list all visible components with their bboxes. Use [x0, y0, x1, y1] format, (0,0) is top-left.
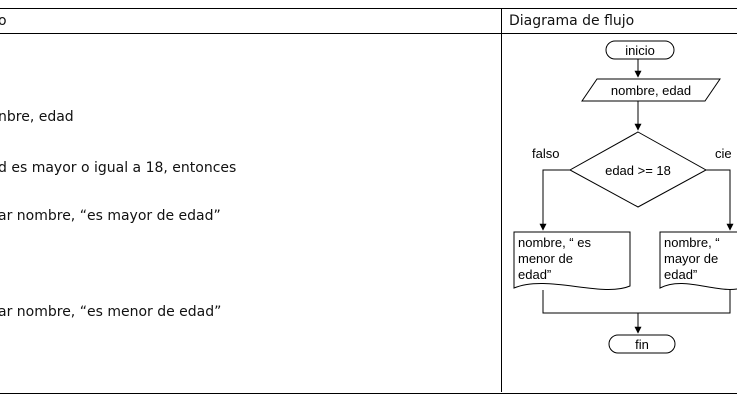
- true-branch-label: cie: [715, 146, 732, 161]
- flowchart: inicio nombre, edad edad >= 18 falso cie…: [513, 40, 737, 354]
- false-output-line-3: edad”: [518, 267, 551, 282]
- header-divider: [0, 33, 737, 34]
- input-parallelogram: [581, 78, 721, 102]
- left-column-header: o: [0, 13, 7, 29]
- true-output-line-3: edad”: [664, 267, 697, 282]
- pseudocode-line-read: nbre, edad: [0, 109, 74, 125]
- table-border: [0, 8, 737, 394]
- pseudocode-line-print-minor: ar nombre, “es menor de edad”: [0, 304, 222, 320]
- input-label: nombre, edad: [611, 83, 691, 98]
- start-terminator: [605, 40, 675, 60]
- decision-label: edad >= 18: [605, 163, 671, 178]
- merge-connector: [542, 290, 731, 314]
- false-output-document: [513, 231, 631, 290]
- end-label: fin: [635, 337, 649, 352]
- arrow-false-branch: [539, 169, 570, 231]
- start-label: inicio: [625, 43, 655, 58]
- end-terminator: [608, 334, 676, 354]
- true-output-document: [659, 231, 737, 290]
- true-output-line-1: nombre, “: [664, 235, 720, 250]
- false-output-line-2: menor de: [518, 251, 573, 266]
- decision-diamond: [568, 131, 708, 208]
- flowchart-column-header: Diagrama de flujo: [509, 13, 635, 29]
- arrow-true-branch: [706, 169, 734, 231]
- true-output-line-2: mayor de: [664, 251, 718, 266]
- pseudocode-line-print-adult: ar nombre, “es mayor de edad”: [0, 208, 221, 224]
- pseudocode-line-if: d es mayor o igual a 18, entonces: [0, 160, 237, 176]
- column-divider: [501, 8, 502, 392]
- false-output-line-1: nombre, “ es: [518, 235, 591, 250]
- false-branch-label: falso: [532, 146, 559, 161]
